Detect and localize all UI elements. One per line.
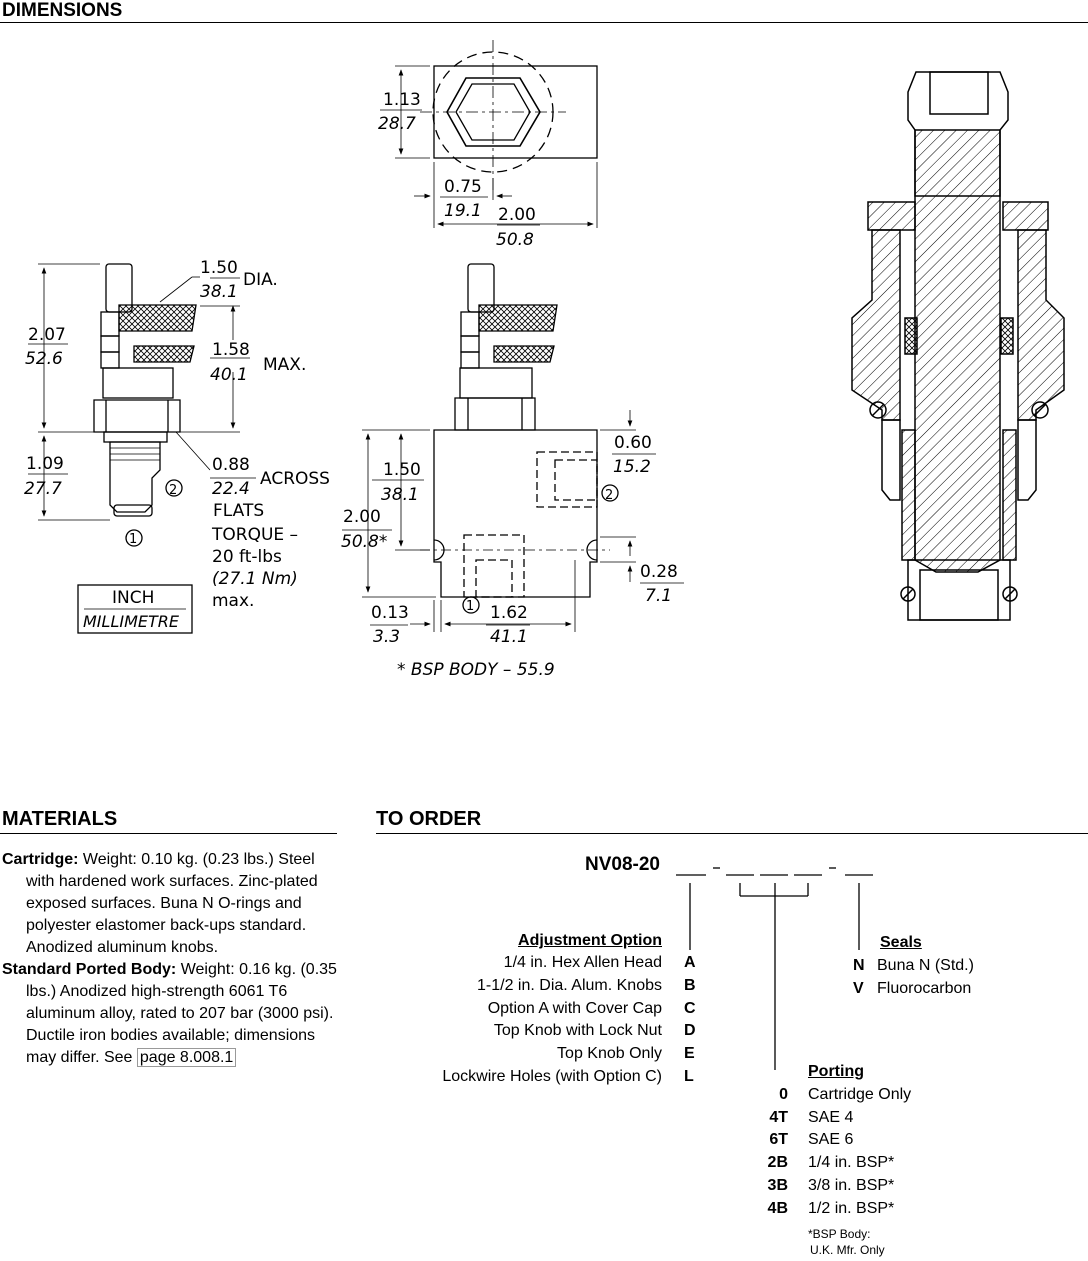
seals-heading: Seals [880,934,922,951]
dim-span-mm: 41.1 [490,627,528,647]
adjustment-label: Lockwire Holes (with Option C) [442,1068,662,1085]
adjustment-code: E [684,1045,695,1062]
torque-line3: (27.1 Nm) [212,569,298,589]
dim-knob-dia-label: DIA. [243,270,278,290]
bsp-body-note: * BSP BODY – 55.9 [397,660,555,680]
adjustment-label: Option A with Cover Cap [487,1000,662,1017]
dim-top-height-in: 1.13 [383,90,421,110]
torque-line4: max. [212,591,254,611]
adjustment-label: 1-1/2 in. Dia. Alum. Knobs [477,977,662,994]
dim-span-in: 1.62 [490,603,528,623]
porting-code: 4B [767,1200,788,1217]
dim-lower-mm: 27.7 [24,479,62,499]
body-port1-label: 1 [466,599,474,614]
dim-body-h2-mm: 50.8* [341,532,387,552]
seal-code: V [853,980,864,997]
dim-flats-mm: 22.4 [212,479,250,499]
materials-body: Standard Ported Body: Weight: 0.16 kg. (… [2,961,337,1067]
torque-line2: 20 ft-lbs [212,547,282,567]
dim-body-h1-in: 1.50 [383,460,421,480]
porting-label: 3/8 in. BSP* [808,1177,895,1194]
dimension-drawings: 1.13 28.7 0.75 19.1 2.00 50.8 1.50 38.1 … [24,40,1065,680]
bsp-note-line1: *BSP Body: [808,1227,871,1241]
model-number: NV08-20 [585,854,660,875]
dim-max-in: 1.58 [212,340,250,360]
cartridge-port2-label: 2 [169,483,177,498]
adjustment-code: C [684,1000,696,1017]
legend-inch: INCH [112,588,154,608]
porting-code: 3B [767,1177,788,1194]
dimensions-title: DIMENSIONS [2,0,123,21]
porting-label: SAE 6 [808,1131,854,1148]
dim-edge-mm: 3.3 [373,627,400,647]
dim-knob-dia-in: 1.50 [200,258,238,278]
to-order-title: TO ORDER [376,808,482,830]
dim-body-h2-in: 2.00 [343,507,381,527]
seal-code: N [853,957,865,974]
materials-text: Cartridge: Weight: 0.10 kg. (0.23 lbs.) … [2,849,337,1069]
porting-label: Cartridge Only [808,1086,912,1103]
dim-bottom-mm: 7.1 [645,586,672,606]
to-order-rule [376,833,1088,834]
adjustment-label: 1/4 in. Hex Allen Head [503,954,662,971]
dim-max-label: MAX. [263,355,306,375]
dim-knob-dia-mm: 38.1 [200,282,238,302]
porting-heading: Porting [808,1063,864,1080]
page-link[interactable]: page 8.008.1 [136,1048,237,1067]
cartridge-view [28,263,256,634]
body-port2-label: 2 [605,488,613,503]
porting-code: 6T [769,1131,788,1148]
seal-label: Fluorocarbon [877,980,972,997]
dim-top-width-in: 2.00 [498,205,536,225]
seal-label: Buna N (Std.) [877,957,974,974]
bsp-note-line2: U.K. Mfr. Only [810,1243,885,1257]
porting-code: 2B [767,1154,788,1171]
adjustment-code: B [684,977,696,994]
porting-label: 1/4 in. BSP* [808,1154,895,1171]
materials-rule [0,833,337,834]
adjustment-label: Top Knob with Lock Nut [493,1022,662,1039]
dimensions-rule [0,22,1088,23]
dim-overall-mm: 52.6 [25,349,63,369]
legend-mm: MILLIMETRE [83,612,180,631]
materials-title: MATERIALS [2,808,118,830]
adjustment-label: Top Knob Only [557,1045,662,1062]
dim-top-offset-in: 0.75 [444,177,482,197]
top-view [380,40,598,228]
cross-section-view [851,71,1065,621]
body-view [342,263,684,632]
torque-line1: TORQUE – [211,525,298,545]
dim-top-height-mm: 28.7 [378,114,416,134]
dim-port-in: 0.60 [614,433,652,453]
dim-flats-label2: FLATS [213,501,264,521]
dim-port-mm: 15.2 [613,457,651,477]
dim-bottom-in: 0.28 [640,562,678,582]
porting-label: SAE 4 [808,1109,854,1126]
dim-max-mm: 40.1 [210,365,248,385]
dim-top-width-mm: 50.8 [496,230,534,250]
adjustment-code: D [684,1022,696,1039]
porting-label: 1/2 in. BSP* [808,1200,895,1217]
porting-code: 4T [769,1109,788,1126]
dim-flats-label1: ACROSS [260,469,330,489]
dim-lower-in: 1.09 [26,454,64,474]
adjustment-heading: Adjustment Option [518,932,662,949]
dim-top-offset-mm: 19.1 [444,201,482,221]
dim-flats-in: 0.88 [212,455,250,475]
adjustment-code: L [684,1068,694,1085]
adjustment-code: A [684,954,696,971]
materials-cartridge: Cartridge: Weight: 0.10 kg. (0.23 lbs.) … [2,851,318,956]
dim-overall-in: 2.07 [28,325,66,345]
cartridge-port1-label: 1 [129,532,137,547]
dim-edge-in: 0.13 [371,603,409,623]
dim-body-h1-mm: 38.1 [381,485,419,505]
porting-code: 0 [779,1086,788,1103]
